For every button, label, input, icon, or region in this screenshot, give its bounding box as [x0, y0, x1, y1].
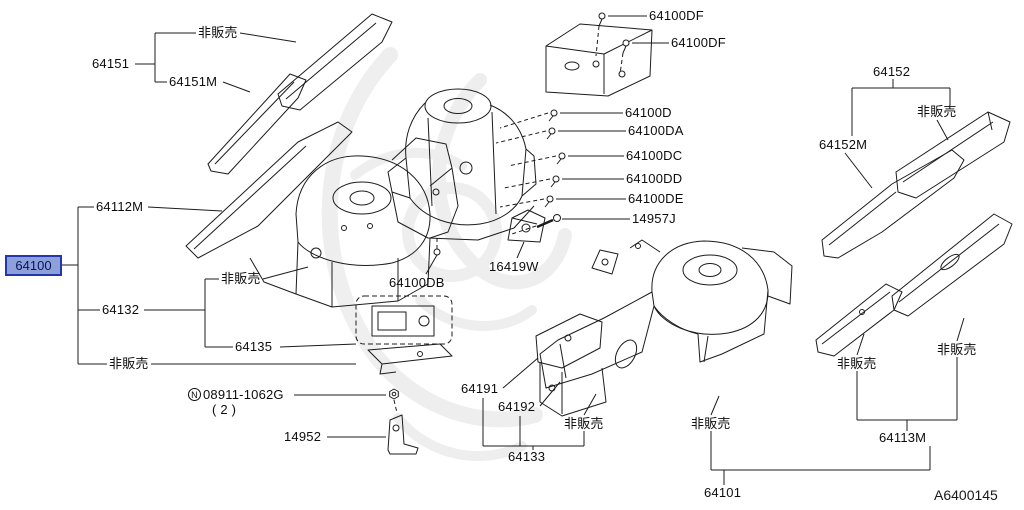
label-64192[interactable]: 64192: [498, 399, 536, 414]
part-strut-housing: [387, 88, 537, 241]
label-64133[interactable]: 64133: [508, 449, 546, 464]
label-not-for-sale-3: 非販売: [221, 271, 261, 286]
bolt-icon: [536, 214, 561, 229]
fasteners: [389, 12, 630, 400]
label-64152[interactable]: 64152: [873, 64, 911, 79]
label-64151[interactable]: 64151: [92, 56, 130, 71]
label-64100df-1[interactable]: 64100DF: [649, 8, 704, 23]
label-64100db[interactable]: 64100DB: [389, 275, 445, 290]
label-64100de[interactable]: 64100DE: [628, 191, 684, 206]
screw-icon: [598, 12, 606, 27]
label-64191[interactable]: 64191: [461, 381, 499, 396]
label-64100dd[interactable]: 64100DD: [626, 171, 683, 186]
label-16419w[interactable]: 16419W: [489, 259, 539, 274]
strut-tower-opening: [682, 254, 738, 286]
label-64113m[interactable]: 64113M: [879, 430, 927, 445]
label-64135[interactable]: 64135: [235, 339, 273, 354]
label-64152m[interactable]: 64152M: [819, 137, 868, 152]
watermark: [321, 47, 572, 461]
part-64135-battery-tray: [355, 295, 453, 375]
label-not-for-sale-4: 非販売: [109, 356, 149, 371]
label-64101[interactable]: 64101: [704, 485, 742, 500]
diagram-ref-code: A6400145: [934, 487, 998, 503]
part-64151-rails: [207, 13, 393, 175]
strut-tower-opening: [332, 181, 392, 215]
label-64132[interactable]: 64132: [102, 302, 140, 317]
part-64100df-panel: [545, 23, 653, 97]
screw-icon: [544, 195, 554, 208]
selected-part-badge[interactable]: 64100: [5, 255, 62, 276]
screw-icon: [622, 39, 630, 54]
label-nut-quantity: ( 2 ): [212, 402, 237, 417]
part-64113m-rails: [815, 213, 1013, 357]
label-64151m[interactable]: 64151M: [169, 74, 218, 89]
part-64152-rails: [821, 111, 1011, 259]
label-not-for-sale-8: 非販売: [937, 342, 977, 357]
label-64112m[interactable]: 64112M: [96, 199, 144, 214]
label-14952[interactable]: 14952: [284, 429, 322, 444]
part-64100-hood-ledge-assembly: [185, 121, 459, 308]
label-14957j[interactable]: 14957J: [632, 211, 676, 226]
nut-part-number: 08911-1062G: [203, 387, 284, 402]
screw-icon: [550, 175, 560, 188]
part-14952-bracket: [387, 414, 419, 455]
leader-lines: [62, 15, 965, 485]
screw-icon: [548, 109, 558, 122]
label-64100d[interactable]: 64100D: [625, 105, 672, 120]
label-not-for-sale-1: 非販売: [198, 25, 238, 40]
label-not-for-sale-7: 非販売: [837, 356, 877, 371]
nut-icon: [389, 388, 399, 400]
part-16419w-bracket: [507, 209, 546, 243]
screw-icon: [546, 127, 556, 140]
label-not-for-sale-2: 非販売: [917, 104, 957, 119]
label-64100da[interactable]: 64100DA: [628, 123, 684, 138]
screw-icon: [433, 248, 441, 256]
label-64100dc[interactable]: 64100DC: [626, 148, 683, 163]
screw-icon: [556, 152, 566, 165]
leader-lines-dashed: [393, 25, 624, 414]
label-not-for-sale-6: 非販売: [691, 416, 731, 431]
label-not-for-sale-5: 非販売: [564, 416, 604, 431]
circled-n-icon: N: [188, 388, 201, 401]
label-64100df-2[interactable]: 64100DF: [671, 35, 726, 50]
part-64101-hood-ledge-assembly: [535, 239, 793, 417]
